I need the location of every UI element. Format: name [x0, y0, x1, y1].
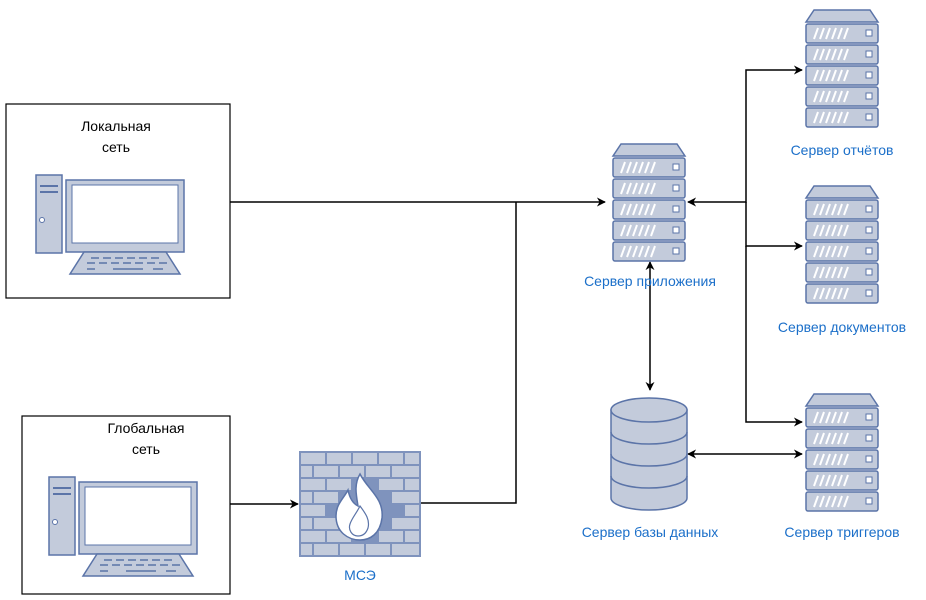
server-rack-icon — [805, 9, 879, 128]
server-rack-icon — [612, 143, 686, 262]
app-server-label: Сервер приложения — [584, 273, 716, 289]
triggers-server-label: Сервер триггеров — [784, 524, 899, 540]
firewall-node: МСЭ — [299, 451, 421, 583]
local-network-node: Локальная сеть — [5, 103, 231, 299]
server-rack-icon — [805, 185, 879, 304]
connections — [230, 65, 803, 509]
app-server-node: Сервер приложения — [584, 143, 716, 289]
documents-server-node: Сервер документов — [778, 185, 906, 335]
database-cylinder-icon — [610, 397, 688, 511]
firewall-label: МСЭ — [344, 567, 376, 583]
triggers-server-node: Сервер триггеров — [784, 393, 900, 540]
local-network-label-line1: Локальная — [81, 118, 151, 134]
database-server-label: Сервер базы данных — [582, 524, 719, 540]
global-network-label-line2: сеть — [132, 441, 160, 457]
reports-server-label: Сервер отчётов — [791, 142, 894, 158]
firewall-icon — [299, 451, 421, 557]
local-network-label-line2: сеть — [102, 139, 130, 155]
link-firewall-to-bus — [421, 202, 517, 504]
global-network-label-line1: Глобальная — [108, 420, 185, 436]
documents-server-label: Сервер документов — [778, 319, 906, 335]
link-app-reports — [687, 65, 803, 207]
link-app-triggers — [745, 246, 803, 427]
global-network-node: Глобальная сеть — [21, 415, 231, 595]
database-server-node: Сервер базы данных — [582, 397, 719, 540]
reports-server-node: Сервер отчётов — [791, 9, 894, 158]
link-app-documents — [745, 202, 803, 251]
server-rack-icon — [805, 393, 879, 512]
